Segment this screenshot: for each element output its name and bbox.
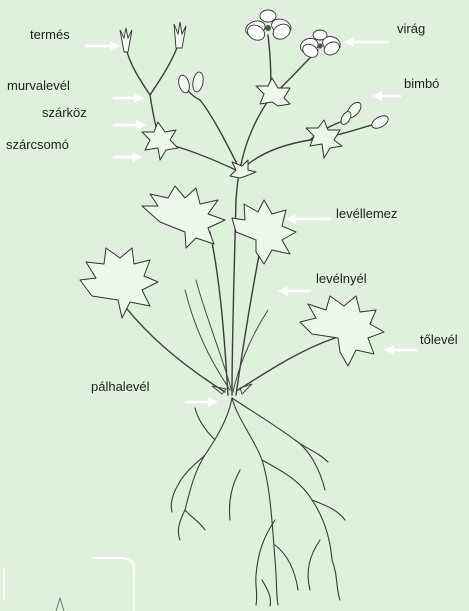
root-system xyxy=(171,398,345,606)
label-tolevel: tőlevél xyxy=(420,332,458,347)
arrow-szarkoz xyxy=(114,120,146,130)
leaf-blade-upper-right xyxy=(232,200,296,264)
leaf-blade-basal-right xyxy=(300,296,384,366)
arrow-levelnyel xyxy=(278,286,310,296)
arrow-bimbo xyxy=(372,91,400,101)
label-szarkoz: szárköz xyxy=(42,105,87,120)
arrow-szarcsomo xyxy=(114,152,142,162)
label-levelnyel: levélnyél xyxy=(316,271,367,286)
label-bimbo: bimbó xyxy=(404,76,439,91)
arrow-levellemez xyxy=(286,214,330,224)
leaf-blade-upper-left xyxy=(142,186,225,248)
leaves xyxy=(80,78,384,366)
arrow-palhalevel xyxy=(186,397,218,407)
label-virag: virág xyxy=(397,21,425,36)
corner-frame-line xyxy=(4,558,134,611)
label-murvalevel: murvalevél xyxy=(7,78,70,93)
label-levellemez: levéllemez xyxy=(336,206,397,221)
arrow-termes xyxy=(86,41,120,51)
leaf-blade-left xyxy=(80,248,158,318)
label-palhalevel: pálhalevél xyxy=(91,379,150,394)
label-szarcsomo: szárcsomó xyxy=(6,137,69,152)
label-termes: termés xyxy=(30,27,70,42)
flowers xyxy=(244,10,343,60)
arrow-murvalevel xyxy=(114,93,144,103)
arrow-virag xyxy=(344,37,388,47)
arrow-tolevel xyxy=(384,345,416,355)
